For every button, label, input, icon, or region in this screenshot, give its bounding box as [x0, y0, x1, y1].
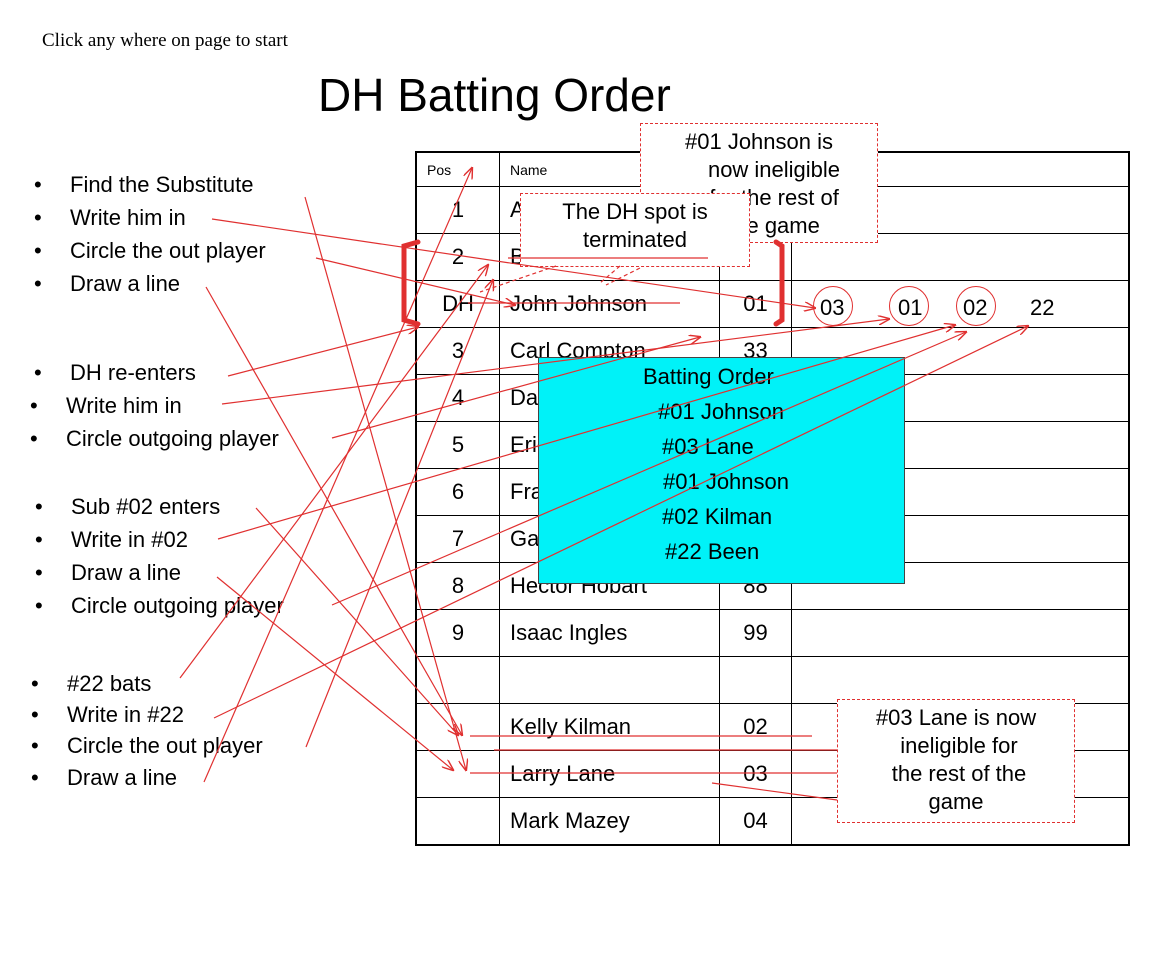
cell-extra	[791, 656, 1130, 704]
cell-pos: 9	[415, 609, 500, 657]
cell-name: Mark Mazey	[499, 797, 720, 846]
instruction-item: Write him in	[34, 205, 266, 238]
cell-pos: 6	[415, 468, 500, 516]
instruction-item: Circle the out player	[31, 733, 263, 765]
cell-name: John Johnson	[499, 280, 720, 328]
cell-pos: 7	[415, 515, 500, 563]
cell-pos: 8	[415, 562, 500, 610]
instruction-item: Sub #02 enters	[35, 494, 284, 527]
callout-line: terminated	[583, 227, 687, 252]
callout-line: game	[928, 789, 984, 814]
batting-order-item: #03 Lane	[662, 434, 754, 459]
instructions-sub-02: Sub #02 enters Write in #02 Draw a line …	[35, 494, 284, 626]
cell-number: 02	[719, 703, 792, 751]
cell-pos	[415, 750, 500, 798]
sub-number-02: 02	[963, 295, 988, 320]
instruction-item: Circle outgoing player	[30, 426, 279, 459]
cell-pos	[415, 797, 500, 846]
header-pos: Pos	[415, 151, 500, 187]
instruction-item: Circle outgoing player	[35, 593, 284, 626]
cell-pos: DH	[415, 280, 500, 328]
start-hint[interactable]: Click any where on page to start	[42, 30, 288, 51]
cell-pos	[415, 656, 500, 704]
batting-order-box-title: Batting Order	[643, 364, 774, 389]
cell-name: Larry Lane	[499, 750, 720, 798]
instruction-item: Write in #02	[35, 527, 284, 560]
cell-number	[719, 656, 792, 704]
batting-order-item: #01 Johnson	[663, 469, 789, 494]
instructions-22-bats: #22 bats Write in #22 Circle the out pla…	[31, 671, 263, 796]
page-title: DH Batting Order	[318, 69, 671, 121]
cell-pos	[415, 703, 500, 751]
cell-pos: 2	[415, 233, 500, 281]
instruction-item: Find the Substitute	[34, 172, 266, 205]
cell-number: 01	[719, 280, 792, 328]
callout-line: now ineligible	[707, 157, 841, 182]
instruction-item: Write in #22	[31, 702, 263, 733]
table-row	[415, 656, 1130, 704]
sub-number-22: 22	[1030, 295, 1055, 320]
cell-name	[499, 656, 720, 704]
instructions-substitute: Find the Substitute Write him in Circle …	[34, 172, 266, 304]
instruction-item: Circle the out player	[34, 238, 266, 271]
batting-order-box: Batting Order #01 Johnson #03 Lane #01 J…	[538, 357, 905, 584]
batting-order-item: #02 Kilman	[662, 504, 773, 529]
cell-name: Kelly Kilman	[499, 703, 720, 751]
cell-pos: 4	[415, 374, 500, 422]
batting-order-item: #01 Johnson	[658, 399, 784, 424]
cell-number: 99	[719, 609, 792, 657]
instruction-item: #22 bats	[31, 671, 263, 702]
cell-pos: 5	[415, 421, 500, 469]
lane-ineligible-callout: #03 Lane is now ineligible for the rest …	[837, 699, 1075, 823]
instruction-item: DH re-enters	[34, 360, 283, 393]
instruction-item: Draw a line	[31, 765, 263, 796]
cell-pos: 3	[415, 327, 500, 375]
callout-line: ineligible for	[900, 733, 1018, 758]
callout-line: The DH spot is	[562, 199, 708, 224]
sub-number-03: 03	[820, 295, 845, 320]
cell-extra	[791, 609, 1130, 657]
cell-number: 04	[719, 797, 792, 846]
cell-name: Isaac Ingles	[499, 609, 720, 657]
callout-line: #01 Johnson is	[685, 129, 833, 154]
callout-line: the rest of the	[891, 761, 1027, 786]
instruction-item: Draw a line	[35, 560, 284, 593]
instruction-item: Write him in	[30, 393, 279, 426]
cell-pos: 1	[415, 186, 500, 234]
batting-order-item: #22 Been	[665, 539, 760, 564]
dh-terminated-callout: The DH spot is terminated	[520, 193, 750, 267]
callout-line: #03 Lane is now	[875, 705, 1037, 730]
instructions-dh-reenters: DH re-enters Write him in Circle outgoin…	[30, 360, 283, 459]
circle-mark	[889, 286, 929, 326]
instruction-item: Draw a line	[34, 271, 266, 304]
cell-number: 03	[719, 750, 792, 798]
